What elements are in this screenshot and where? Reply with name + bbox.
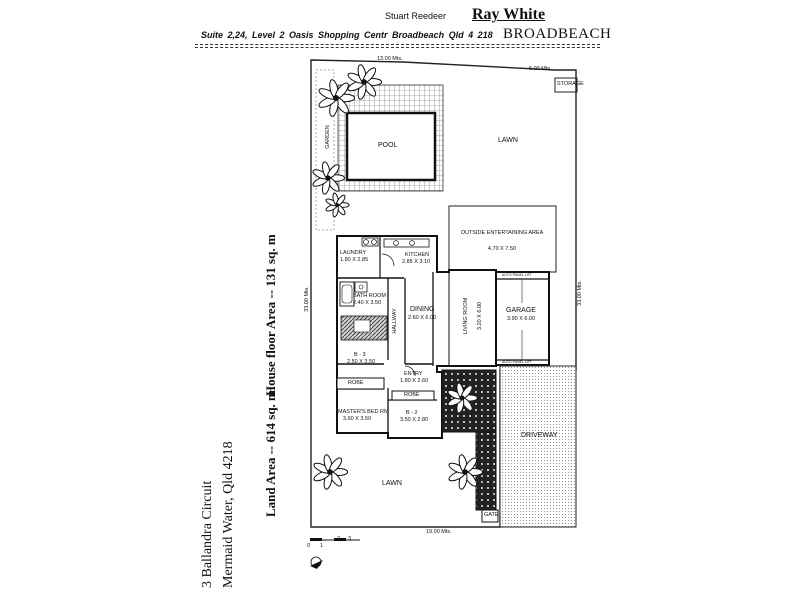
office-address: Suite 2,24, Level 2 Oasis Shopping Centr…: [201, 30, 493, 40]
garage-label: GARAGE: [506, 307, 536, 314]
scale-tick-3: 3: [348, 536, 352, 542]
master-bedroom-label: MASTER'S BED RM: [338, 409, 389, 415]
pool: [345, 111, 437, 182]
dining-label: DINING: [410, 306, 435, 313]
dim-top-right: 6.00 Mts.: [529, 66, 552, 72]
robe-2-label: ROBE: [404, 392, 420, 398]
dim-right: 33.00 Mts.: [577, 280, 583, 306]
b3-size: 2.50 X 3.50: [347, 359, 376, 365]
living-size: 3.20 X 6.00: [477, 301, 483, 331]
dim-left: 33.00 Mts.: [304, 286, 310, 312]
b2-label: B - 2: [406, 410, 418, 416]
scale-tick-0: 0: [307, 543, 311, 549]
garage: [495, 271, 550, 366]
entry-label: ENTRY: [404, 371, 423, 377]
bathroom-label: BATH ROOM: [353, 293, 386, 299]
dining-size: 2.60 X 6.00: [408, 315, 437, 321]
pool-label: POOL: [378, 142, 398, 149]
header-divider: [195, 44, 600, 45]
tree-symbol: [313, 454, 349, 490]
dim-bottom: 19.00 Mts.: [426, 529, 452, 535]
garage-door-top-label: AUTO PANEL LIFT: [502, 273, 532, 277]
laundry-size: 1.80 X 2.85: [340, 257, 369, 263]
entry-size: 1.80 X 2.60: [400, 378, 429, 384]
garage-size: 3.90 X 6.00: [507, 316, 536, 322]
tree-symbol: [325, 192, 350, 218]
master-bedroom-size: 3.60 X 3.50: [343, 416, 372, 422]
tree-symbol: [447, 382, 478, 414]
garden-bed: [315, 69, 335, 231]
driveway-label: DRIVEWAY: [521, 432, 558, 439]
scale-tick-2: 2: [337, 536, 341, 542]
tree-symbol: [318, 79, 356, 117]
laundry-label: LAUNDRY: [340, 250, 367, 256]
header-divider: [195, 47, 600, 48]
storage-shed: [554, 77, 578, 93]
outside-entertaining-size: 4.70 X 7.50: [487, 246, 517, 252]
b2-size: 3.50 X 2.80: [400, 417, 429, 423]
kitchen-size: 2.85 X 3.10: [402, 259, 431, 265]
tree-symbol: [347, 64, 383, 100]
gate: [481, 509, 499, 523]
tree-symbol: [312, 161, 345, 195]
scale-tick-1: 1: [320, 543, 324, 549]
kitchen-label: KITCHEN: [405, 252, 430, 258]
outside-entertaining-area: [448, 205, 557, 273]
dim-top: 13.00 Mts.: [377, 56, 403, 62]
brand-logo-text: Ray White: [472, 6, 546, 23]
bathroom-size: 2.40 X 3.50: [353, 300, 382, 306]
north-arrow: [310, 556, 323, 569]
storage-label: STORAGE: [557, 81, 584, 87]
lawn-bottom-label: LAWN: [382, 480, 402, 487]
garage-door-bottom-label: AUTO PANEL LIFT: [502, 360, 532, 364]
driveway: [499, 365, 577, 528]
office-suburb: BROADBEACH: [503, 26, 612, 42]
garden-label: GARDEN: [325, 125, 331, 149]
lawn-top-label: LAWN: [498, 137, 518, 144]
gate-label: GATE: [484, 512, 499, 518]
b3-label: B - 3: [354, 352, 366, 358]
living-label: LIVING ROOM: [463, 297, 469, 335]
outside-entertaining-label: OUTSIDE ENTERTAINING AREA: [460, 230, 544, 236]
hallway-label: HALLWAY: [392, 308, 398, 334]
agent-name: Stuart Reedeer: [385, 11, 447, 21]
robe-1-label: ROBE: [348, 380, 364, 386]
tree-symbol: [448, 454, 484, 490]
